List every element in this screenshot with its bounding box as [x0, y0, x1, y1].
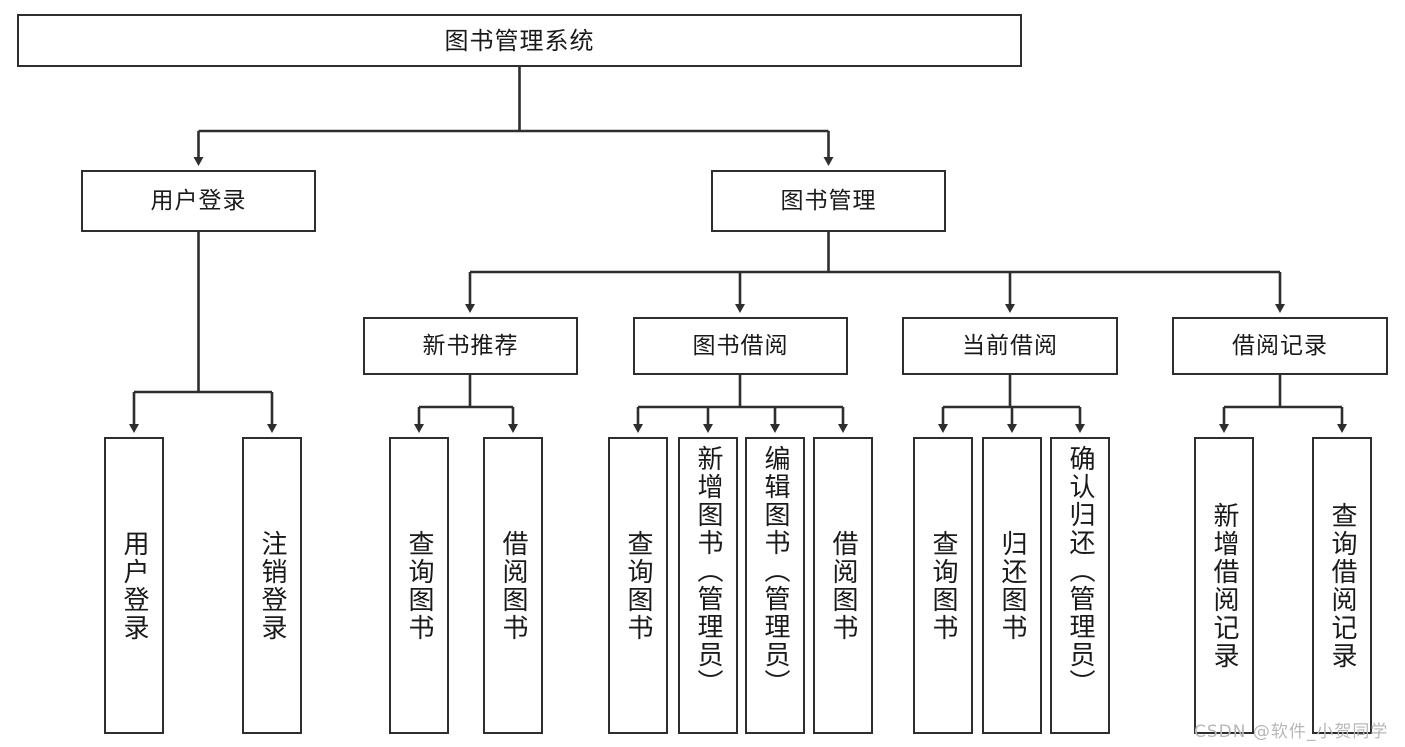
node-current-borrow[interactable]: 当前借阅	[902, 317, 1118, 375]
node-leaf-query-book-borrow[interactable]: 查询图书	[608, 437, 668, 734]
node-leaf-query-book-current[interactable]: 查询图书	[913, 437, 973, 734]
node-label: 注销登录	[257, 529, 288, 642]
node-leaf-borrow-book-recommend[interactable]: 借阅图书	[483, 437, 543, 734]
node-label: 当前借阅	[962, 332, 1058, 359]
node-label: 用户登录	[150, 187, 247, 214]
node-leaf-confirm-return-admin[interactable]: 确认归还（管理员）	[1050, 437, 1110, 734]
node-book-management-system[interactable]: 图书管理系统	[17, 14, 1022, 67]
node-book-management[interactable]: 图书管理	[711, 170, 946, 232]
node-new-book-recommend[interactable]: 新书推荐	[363, 317, 578, 375]
node-label: 归还图书	[997, 529, 1028, 642]
node-borrow-record[interactable]: 借阅记录	[1172, 317, 1388, 375]
node-label: 查询图书	[404, 529, 435, 642]
node-label: 确认归还（管理员）	[1065, 445, 1096, 697]
node-label: 图书借阅	[692, 332, 789, 359]
node-leaf-logout[interactable]: 注销登录	[242, 437, 302, 734]
node-label: 借阅图书	[498, 529, 529, 642]
node-leaf-query-borrow-record[interactable]: 查询借阅记录	[1312, 437, 1372, 734]
node-label: 新书推荐	[422, 332, 519, 359]
node-leaf-user-login[interactable]: 用户登录	[104, 437, 164, 734]
node-book-borrow[interactable]: 图书借阅	[633, 317, 848, 375]
node-label: 查询图书	[623, 529, 654, 642]
node-leaf-add-borrow-record[interactable]: 新增借阅记录	[1194, 437, 1254, 734]
node-label: 借阅记录	[1232, 332, 1328, 359]
node-leaf-borrow-book[interactable]: 借阅图书	[813, 437, 873, 734]
node-label: 查询借阅记录	[1327, 501, 1358, 670]
node-label: 借阅图书	[828, 529, 859, 642]
node-label: 用户登录	[119, 529, 150, 642]
node-leaf-add-book-admin[interactable]: 新增图书（管理员）	[678, 437, 738, 734]
node-label: 图书管理系统	[444, 26, 595, 55]
node-leaf-return-book[interactable]: 归还图书	[982, 437, 1042, 734]
node-label: 新增借阅记录	[1209, 501, 1240, 670]
node-user-login[interactable]: 用户登录	[81, 170, 316, 232]
node-label: 图书管理	[780, 187, 877, 214]
node-label: 新增图书（管理员）	[693, 445, 724, 697]
node-label: 编辑图书（管理员）	[760, 445, 791, 697]
node-label: 查询图书	[928, 529, 959, 642]
node-leaf-query-book-recommend[interactable]: 查询图书	[389, 437, 449, 734]
csdn-watermark: CSDN @软件_小贺同学	[1194, 722, 1389, 742]
node-leaf-edit-book-admin[interactable]: 编辑图书（管理员）	[745, 437, 805, 734]
